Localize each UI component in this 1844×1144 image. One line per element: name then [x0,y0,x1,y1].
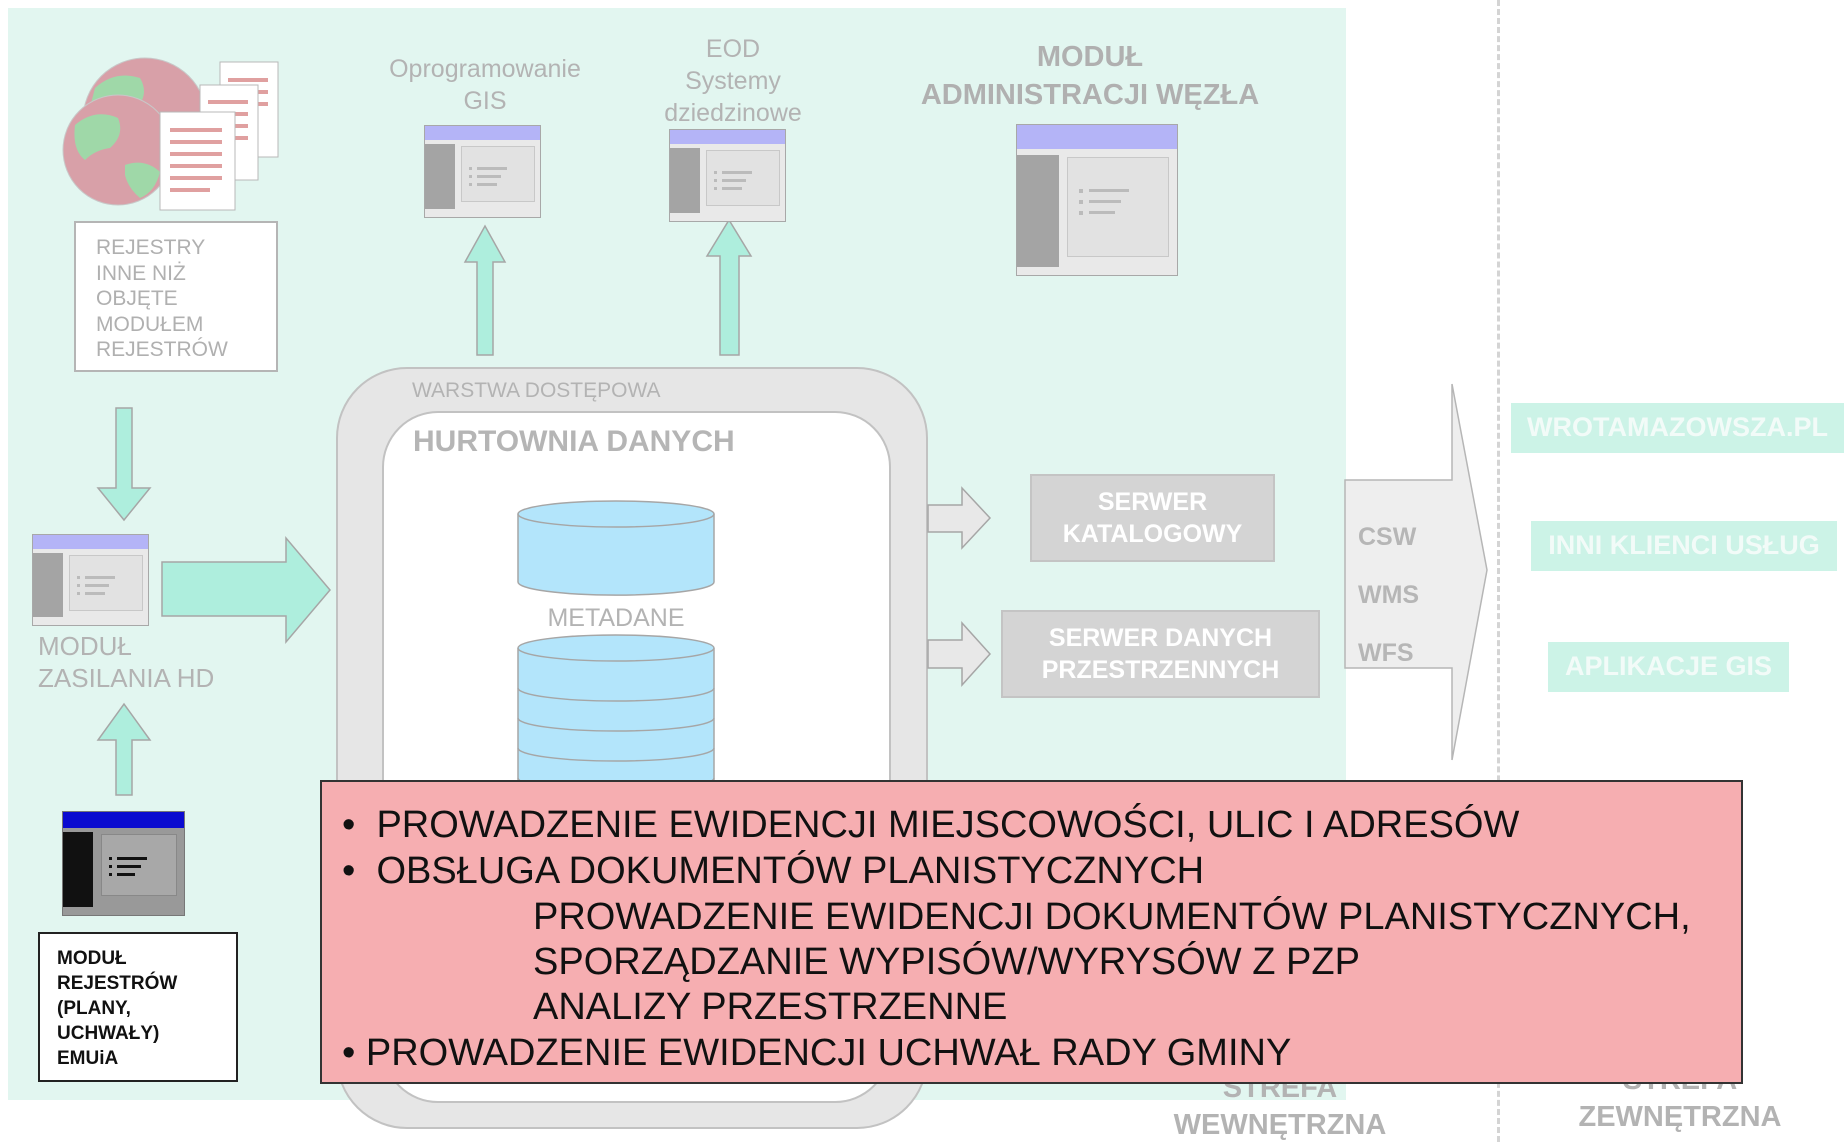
note-bullet-2-text: OBSŁUGA DOKUMENTÓW PLANISTYCZNYCH [376,850,1205,892]
metadata-label: METADANE [547,604,685,632]
feed-module-line2: ZASILANIA HD [38,663,215,693]
protocol-csw: CSW [1358,523,1417,551]
eod-window-icon [669,129,786,222]
catalog-server-line2: KATALOGOWY [1062,520,1243,548]
gis-software-line2: GIS [463,87,507,115]
note-bullet-3: • PROWADZENIE EWIDENCJI UCHWAŁ RADY GMIN… [342,1032,1291,1075]
note-sub-2: SPORZĄDZANIE WYPISÓW/WYRYSÓW Z PZP [533,941,1360,983]
spatial-server-box: SERWER DANYCH PRZESTRZENNYCH [1001,610,1320,698]
note-bullet-3-text: PROWADZENIE EWIDENCJI UCHWAŁ RADY GMINY [365,1032,1292,1074]
client-label: APLIKACJE GIS [1564,651,1773,681]
registers-module-line: (PLANY, [57,998,131,1019]
data-database-icon [517,634,715,792]
feed-module-label: MODUŁ ZASILANIA HD [38,630,214,694]
bullet-icon: • [342,1032,356,1074]
registers-module-line: EMUiA [57,1048,119,1069]
protocol-wfs: WFS [1358,639,1414,667]
other-registers-line: REJESTRÓW [96,338,228,361]
other-registers-line: OBJĘTE [96,287,178,310]
data-warehouse-label: HURTOWNIA DANYCH [413,425,735,458]
registers-module-box: MODUŁ REJESTRÓW (PLANY, UCHWAŁY) EMUiA [38,932,238,1082]
client-label: INNI KLIENCI USŁUG [1548,530,1820,560]
metadata-database-icon [517,500,715,596]
note-sub-1: PROWADZENIE EWIDENCJI DOKUMENTÓW PLANIST… [533,896,1691,938]
registers-module-line: REJESTRÓW [57,973,178,994]
globe-documents-icon [62,57,279,211]
admin-module-window-icon [1016,124,1178,276]
spatial-server-line2: PRZESTRZENNYCH [1041,656,1280,684]
gis-software-label: Oprogramowanie GIS [370,53,600,117]
spatial-server-line1: SERWER DANYCH [1048,624,1273,652]
eod-line1: EOD [705,35,761,63]
bullet-icon: • [342,804,356,846]
catalog-server-box: SERWER KATALOGOWY [1030,474,1275,562]
internal-zone-label: STREFA WEWNĘTRZNA [1140,1070,1420,1144]
admin-module-label: MODUŁ ADMINISTRACJI WĘZŁA [880,38,1300,114]
other-registers-line: REJESTRY [96,236,206,259]
admin-module-line2: ADMINISTRACJI WĘZŁA [920,79,1260,111]
note-bullet-1: • PROWADZENIE EWIDENCJI MIEJSCOWOŚCI, UL… [342,804,1519,847]
registers-module-line: UCHWAŁY) [57,1023,160,1044]
registers-module-line: MODUŁ [57,948,127,969]
zone-divider [1497,0,1500,1142]
access-layer-label: WARSTWA DOSTĘPOWA [412,379,661,402]
external-zone-line2: ZEWNĘTRZNA [1578,1101,1782,1133]
eod-line3: dziedzinowe [664,99,802,127]
eod-label: EOD Systemy dziedzinowe [633,33,833,129]
catalog-server-line1: SERWER [1097,488,1208,516]
client-other: INNI KLIENCI USŁUG [1531,521,1837,571]
note-bullet-2: • OBSŁUGA DOKUMENTÓW PLANISTYCZNYCH [342,850,1204,893]
other-registers-box: REJESTRY INNE NIŻ OBJĘTE MODUŁEM REJESTR… [74,221,278,372]
other-registers-line: INNE NIŻ [96,261,186,285]
feed-module-line1: MODUŁ [38,631,132,661]
feed-module-window-icon [32,534,149,626]
gis-software-line1: Oprogramowanie [389,55,581,83]
protocol-list: CSW WMS WFS [1358,508,1419,682]
internal-zone-line2: WEWNĘTRZNA [1173,1109,1387,1141]
registers-module-window-icon [62,811,185,916]
client-gis-apps: APLIKACJE GIS [1548,642,1789,692]
admin-module-line1: MODUŁ [1036,41,1144,73]
note-sub-3: ANALIZY PRZESTRZENNE [533,986,1008,1028]
functions-note: • PROWADZENIE EWIDENCJI MIEJSCOWOŚCI, UL… [320,780,1743,1084]
gis-software-window-icon [424,125,541,218]
other-registers-line: MODUŁEM [96,312,204,336]
client-wrotamazowsza: WROTAMAZOWSZA.PL [1511,403,1844,453]
eod-line2: Systemy [685,67,781,95]
protocol-wms: WMS [1358,581,1420,609]
client-label: WROTAMAZOWSZA.PL [1527,412,1828,442]
bullet-icon: • [342,850,356,892]
note-bullet-1-text: PROWADZENIE EWIDENCJI MIEJSCOWOŚCI, ULIC… [376,804,1520,846]
